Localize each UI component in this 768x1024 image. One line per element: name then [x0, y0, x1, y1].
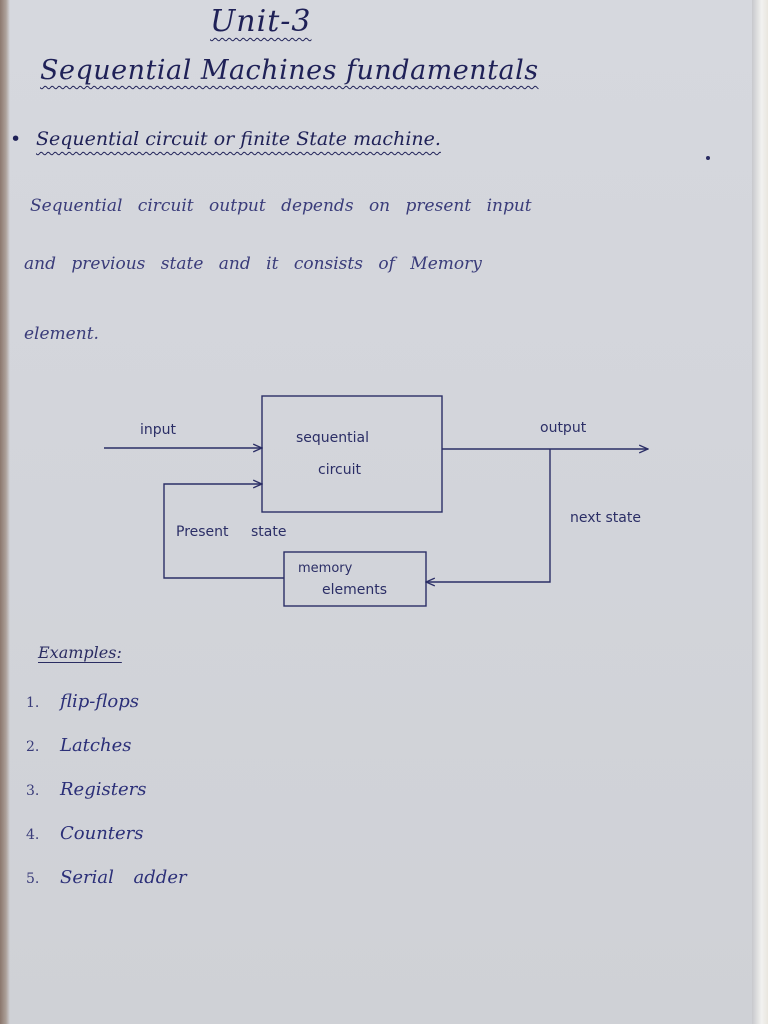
examples-heading: Examples:	[38, 643, 122, 662]
notebook-binding	[0, 0, 10, 1024]
example-item: 2. Latches	[26, 732, 187, 776]
example-number: 3.	[26, 783, 40, 799]
example-item: 5. Serial adder	[26, 864, 187, 908]
example-number: 4.	[26, 827, 40, 843]
subtitle-line: • Sequential circuit or finite State mach…	[10, 128, 441, 150]
next-state-path	[426, 449, 551, 582]
example-number: 1.	[26, 695, 40, 711]
example-number: 2.	[26, 739, 40, 755]
example-text: Registers	[60, 779, 147, 800]
example-text: flip-flops	[60, 691, 139, 712]
subtitle-text: Sequential circuit or finite State machi…	[36, 128, 441, 150]
paragraph-line-3: element.	[24, 324, 99, 344]
sequential-circuit-block	[261, 395, 443, 513]
paragraph-line-2: and previous state and it consists of Me…	[24, 254, 482, 274]
bullet-icon: •	[10, 128, 22, 150]
example-number: 5.	[26, 871, 40, 887]
present-state-label: Present state	[176, 524, 286, 540]
next-state-label: next state	[570, 510, 641, 526]
output-label: output	[540, 420, 587, 436]
example-item: 3. Registers	[26, 776, 187, 820]
page-edge	[752, 0, 768, 1024]
block-label-line-2: circuit	[318, 462, 361, 478]
ink-dot	[706, 156, 710, 160]
example-item: 4. Counters	[26, 820, 187, 864]
examples-list: 1. flip-flops 2. Latches 3. Registers 4. Cou…	[26, 688, 187, 908]
block-label-line-1: sequential	[296, 430, 369, 446]
example-item: 1. flip-flops	[26, 688, 187, 732]
memory-elements-block	[283, 551, 427, 607]
unit-title: Unit-3	[210, 4, 312, 39]
example-text: Serial adder	[60, 867, 187, 888]
paragraph-line-1: Sequential circuit output depends on pre…	[30, 196, 532, 216]
memory-label-line-2: elements	[322, 582, 387, 598]
present-state-path	[163, 484, 284, 579]
page-title: Sequential Machines fundamentals	[40, 55, 539, 86]
input-label: input	[140, 422, 177, 438]
example-text: Latches	[60, 735, 132, 756]
example-text: Counters	[60, 823, 144, 844]
memory-label-line-1: memory	[298, 561, 353, 576]
